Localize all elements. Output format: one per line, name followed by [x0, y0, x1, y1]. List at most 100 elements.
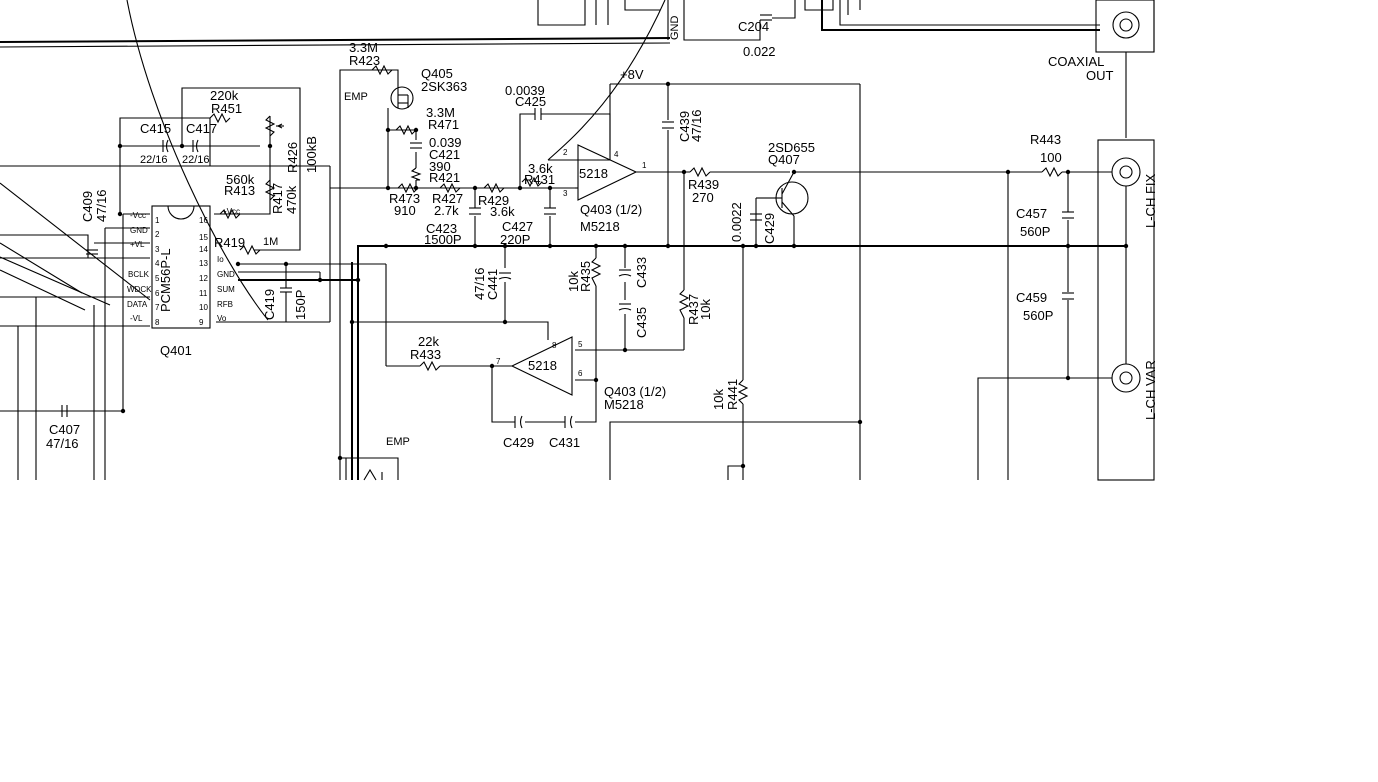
- c417-capacitor: [192, 139, 199, 153]
- c409-value: 47/16: [94, 189, 109, 222]
- c417-value: 22/16: [182, 154, 210, 166]
- r429-resistor: [483, 182, 505, 194]
- q405-label: Q405: [421, 66, 453, 81]
- q401-label: Q401: [160, 343, 192, 358]
- svg-text:Io: Io: [217, 255, 224, 264]
- svg-text:1: 1: [155, 216, 160, 225]
- c441-label: C441: [485, 269, 500, 300]
- c423-label: C423: [426, 221, 457, 236]
- c421-label: C421: [429, 147, 460, 162]
- c459-value: 560P: [1023, 308, 1053, 323]
- opamp-a-label: 5218: [579, 166, 608, 181]
- svg-text:16: 16: [199, 216, 208, 225]
- lower-wires: [340, 246, 860, 480]
- pcm-pin-numbers: 1 2 3 4 5 6 7 8 16 15 14 13 12 11 10 9: [155, 216, 208, 327]
- svg-text:GND: GND: [217, 270, 235, 279]
- svg-text:12: 12: [199, 274, 208, 283]
- svg-text:DATA: DATA: [127, 300, 148, 309]
- pcm-pin-labels: -Vcc GND +VL BCLK WDCK DATA -VL Vo RFB S…: [127, 207, 240, 323]
- emp-top-label: EMP: [344, 91, 368, 103]
- r443-value: 100: [1040, 150, 1062, 165]
- r427-value: 2.7k: [434, 203, 459, 218]
- c427-value: 220P: [500, 232, 530, 247]
- c417-label: C417: [186, 121, 217, 136]
- r433-resistor: [419, 360, 441, 372]
- svg-text:10: 10: [199, 303, 208, 312]
- out-label: OUT: [1086, 68, 1114, 83]
- r426-value: 100kB: [304, 136, 319, 173]
- svg-text:7: 7: [155, 303, 160, 312]
- r451-resistor: [209, 112, 231, 124]
- opamp-b-pin8: 8: [552, 341, 557, 350]
- emp-bottom-label: EMP: [386, 436, 410, 448]
- c427-label: C427: [502, 219, 533, 234]
- c457-value: 560P: [1020, 224, 1050, 239]
- coaxial-out-jack: [1112, 11, 1140, 39]
- c415-capacitor: [162, 139, 169, 153]
- r431-value: 3.6k: [528, 161, 553, 176]
- c407-label: C407: [49, 422, 80, 437]
- c439-value: 47/16: [689, 109, 704, 142]
- c431-label: C431: [549, 435, 580, 450]
- svg-text:3: 3: [155, 245, 160, 254]
- r473-label: R473: [389, 191, 420, 206]
- r473-resistor: [397, 182, 419, 194]
- c457-label: C457: [1016, 206, 1047, 221]
- c431-capacitor: [564, 415, 573, 429]
- opamp-a-pin4: 4: [614, 150, 619, 159]
- m5218a-label: M5218: [580, 219, 620, 234]
- c429b-label: C429: [762, 213, 777, 244]
- r443-resistor: [1041, 166, 1063, 178]
- r439-value: 270: [692, 190, 714, 205]
- r471-label: R471: [428, 117, 459, 132]
- ground-bus: [238, 245, 1126, 480]
- r431-resistor: [521, 176, 543, 188]
- c439-capacitor: [662, 121, 674, 129]
- c204-value: 0.022: [743, 44, 776, 59]
- r413-label: R413: [224, 183, 255, 198]
- r421-resistor: [410, 167, 422, 181]
- r443-label: R443: [1030, 132, 1061, 147]
- c423-capacitor: [469, 207, 481, 215]
- emp-switch: [363, 468, 383, 481]
- r431-label: R431: [524, 172, 555, 187]
- c441-value: 47/16: [472, 267, 487, 300]
- q407-transistor: [770, 171, 809, 246]
- c429-label: C429: [503, 435, 534, 450]
- c425-capacitor: [534, 108, 542, 120]
- r433-value: 22k: [418, 334, 439, 349]
- r451-label: R451: [211, 101, 242, 116]
- r433-label: R433: [410, 347, 441, 362]
- svg-text:11: 11: [199, 289, 208, 298]
- r421-label: R421: [429, 170, 460, 185]
- r417-label: R417: [270, 183, 285, 214]
- lch-var-label: L-CH VAR: [1143, 360, 1158, 420]
- opamp-a-pin2: 2: [563, 148, 568, 157]
- c409-label: C409: [80, 191, 95, 222]
- junction-dots: [117, 81, 1129, 469]
- q403a-label: Q403 (1/2): [580, 202, 642, 217]
- q407-label: Q407: [768, 152, 800, 167]
- r441-value: 10k: [711, 389, 726, 410]
- opamp-b-pin6: 6: [578, 369, 583, 378]
- c433-capacitor: [618, 269, 632, 277]
- q405-part: 2SK363: [421, 79, 467, 94]
- r439-label: R439: [688, 177, 719, 192]
- c429-capacitor: [514, 415, 523, 429]
- c457-capacitor: [1062, 211, 1074, 219]
- r429-value: 3.6k: [490, 204, 515, 219]
- r413-value: 560k: [226, 172, 255, 187]
- r423-value: 3.3M: [349, 40, 378, 55]
- r413-resistor: [219, 208, 241, 220]
- r435-value: 10k: [566, 271, 581, 292]
- svg-text:6: 6: [155, 289, 160, 298]
- c421-capacitor: [410, 142, 422, 149]
- r441-label: R441: [725, 379, 740, 410]
- c204-label: C204: [738, 19, 769, 34]
- c425-label: C425: [515, 94, 546, 109]
- r419-label: R419: [214, 235, 245, 250]
- c435-label: C435: [634, 307, 649, 338]
- c407-capacitor: [61, 405, 68, 417]
- svg-text:14: 14: [199, 245, 208, 254]
